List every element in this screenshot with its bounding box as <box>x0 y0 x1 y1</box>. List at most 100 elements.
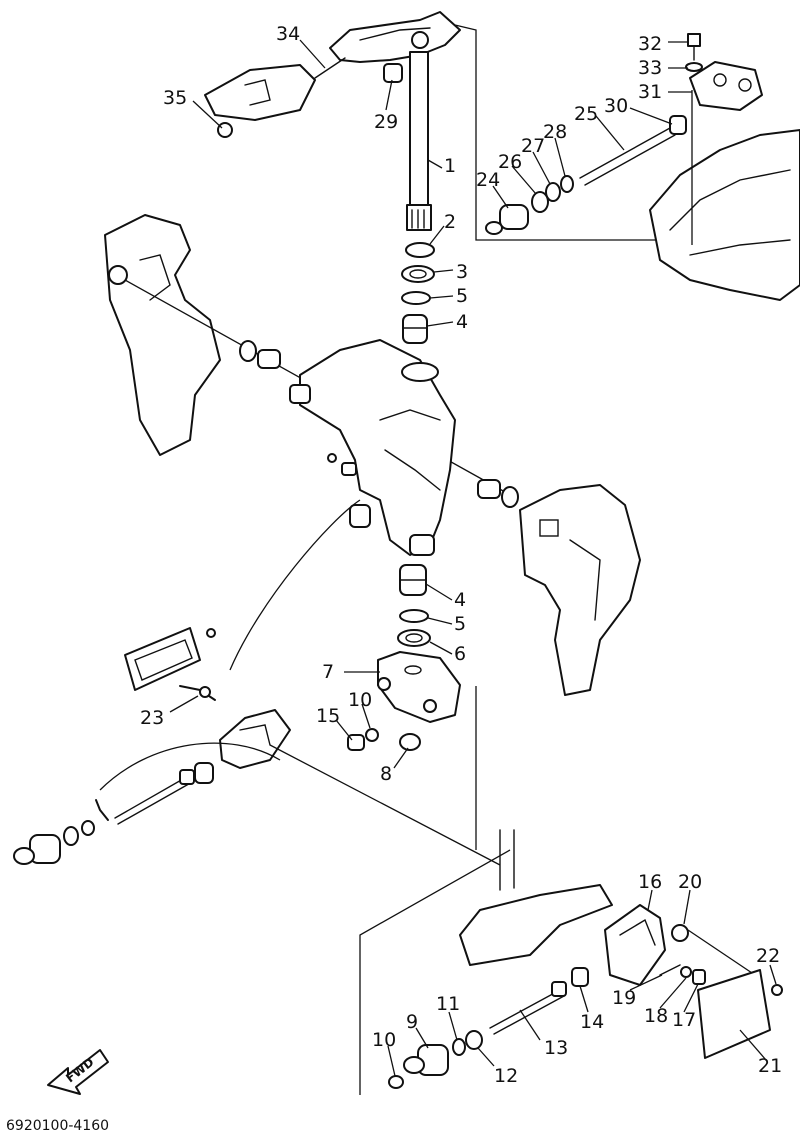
callout-2: 2 <box>444 211 456 233</box>
bushing-4-top <box>402 314 428 344</box>
clamp-bracket-right <box>519 484 641 696</box>
washer-10-mid <box>365 728 379 742</box>
washer-2 <box>405 242 435 258</box>
callout-21: 21 <box>758 1055 782 1077</box>
callout-33: 33 <box>638 57 662 79</box>
callout-18: 18 <box>644 1005 668 1027</box>
fwd-arrow-icon: FWD <box>47 1049 109 1095</box>
bushing-3 <box>401 265 435 283</box>
washer-26 <box>531 191 549 213</box>
callout-12: 12 <box>494 1065 518 1087</box>
callout-7: 7 <box>322 661 334 683</box>
callout-11: 11 <box>436 993 460 1015</box>
nut-29 <box>383 63 403 83</box>
mount-24 <box>485 204 529 235</box>
long-bolt-13 <box>489 981 567 1035</box>
callout-25: 25 <box>574 103 598 125</box>
leader-lines <box>169 39 777 1077</box>
callout-24: 24 <box>476 169 500 191</box>
callout-30: 30 <box>604 95 628 117</box>
callout-4-top: 4 <box>456 311 468 333</box>
collar-30 <box>669 115 687 135</box>
callout-19: 19 <box>612 987 636 1009</box>
washer-left-lower-1 <box>63 826 79 846</box>
bolt-32 <box>687 33 701 61</box>
callout-28: 28 <box>543 121 567 143</box>
grommet-8 <box>399 733 421 751</box>
steering-arm-part-35 <box>204 64 316 138</box>
washer-27 <box>545 182 561 202</box>
long-bolt-left <box>114 769 195 825</box>
lower-unit-cavitation-plate <box>459 829 613 966</box>
bracket-16 <box>604 904 666 986</box>
bracket-31 <box>689 61 763 111</box>
callout-3: 3 <box>456 261 468 283</box>
callout-20: 20 <box>678 871 702 893</box>
callout-9: 9 <box>406 1011 418 1033</box>
mount-bracket-left <box>219 709 291 769</box>
arrow-clip <box>95 799 109 821</box>
callout-34: 34 <box>276 23 300 45</box>
washer-18 <box>680 966 692 978</box>
clip-23 <box>179 685 216 701</box>
cover-plate <box>124 627 201 691</box>
bushing-6 <box>397 629 431 647</box>
callout-16: 16 <box>638 871 662 893</box>
mount-rubber-9 <box>403 1044 449 1076</box>
bushing-4-bottom <box>399 564 427 596</box>
callout-4-bottom: 4 <box>454 589 466 611</box>
callout-10-mid: 10 <box>348 689 372 711</box>
steering-bracket-top <box>329 11 461 63</box>
leader-arc-mid <box>229 499 361 671</box>
nut-10-bottom <box>388 1075 404 1089</box>
o-ring-5-top <box>401 291 431 305</box>
washer-12 <box>465 1030 483 1050</box>
callout-27: 27 <box>521 135 545 157</box>
bolt-small-plate <box>206 628 216 638</box>
washer-right <box>501 486 519 508</box>
nut-15 <box>347 734 365 751</box>
callout-6: 6 <box>454 643 466 665</box>
callout-32: 32 <box>638 33 662 55</box>
leader-20-21 <box>687 929 756 976</box>
callout-26: 26 <box>498 151 522 173</box>
washer-28 <box>560 175 574 193</box>
callout-35: 35 <box>163 87 187 109</box>
washer-left-lower-2 <box>81 820 95 836</box>
collar-14 <box>571 967 589 987</box>
callout-numbers: 34 35 29 1 32 33 31 30 25 28 27 26 24 2 … <box>140 23 782 1087</box>
callout-15: 15 <box>316 705 340 727</box>
callout-13: 13 <box>544 1037 568 1059</box>
lower-mount-housing-7 <box>377 651 461 723</box>
grease-nipple-left <box>327 453 357 476</box>
cover-21 <box>697 969 771 1059</box>
nut-left <box>257 349 281 369</box>
frame-line-bottom <box>359 849 511 1095</box>
washer-11 <box>452 1038 466 1056</box>
bolt-17 <box>692 969 706 985</box>
leader-long-diagonal <box>269 744 501 866</box>
callout-8: 8 <box>380 763 392 785</box>
bolt-34 <box>314 57 346 79</box>
callout-1: 1 <box>444 155 456 177</box>
callout-10-bottom: 10 <box>372 1029 396 1051</box>
engine-bottom-cowling <box>649 129 800 301</box>
swivel-bracket <box>289 339 456 556</box>
callout-5-bottom: 5 <box>454 613 466 635</box>
callout-17: 17 <box>672 1009 696 1031</box>
mount-rubber-left <box>13 834 61 865</box>
callout-23: 23 <box>140 707 164 729</box>
clamp-bracket-left <box>104 214 221 456</box>
callout-31: 31 <box>638 81 662 103</box>
long-bolt-25 <box>579 127 676 186</box>
o-ring-5-bottom <box>399 609 429 623</box>
callout-5-top: 5 <box>456 285 468 307</box>
washer-33 <box>685 62 703 72</box>
nut-right <box>477 479 501 499</box>
leader-arc-left <box>99 742 281 791</box>
washer-left <box>239 340 257 362</box>
nut-20 <box>671 924 689 942</box>
collar-left <box>194 762 214 784</box>
frame-line-top <box>454 24 700 241</box>
